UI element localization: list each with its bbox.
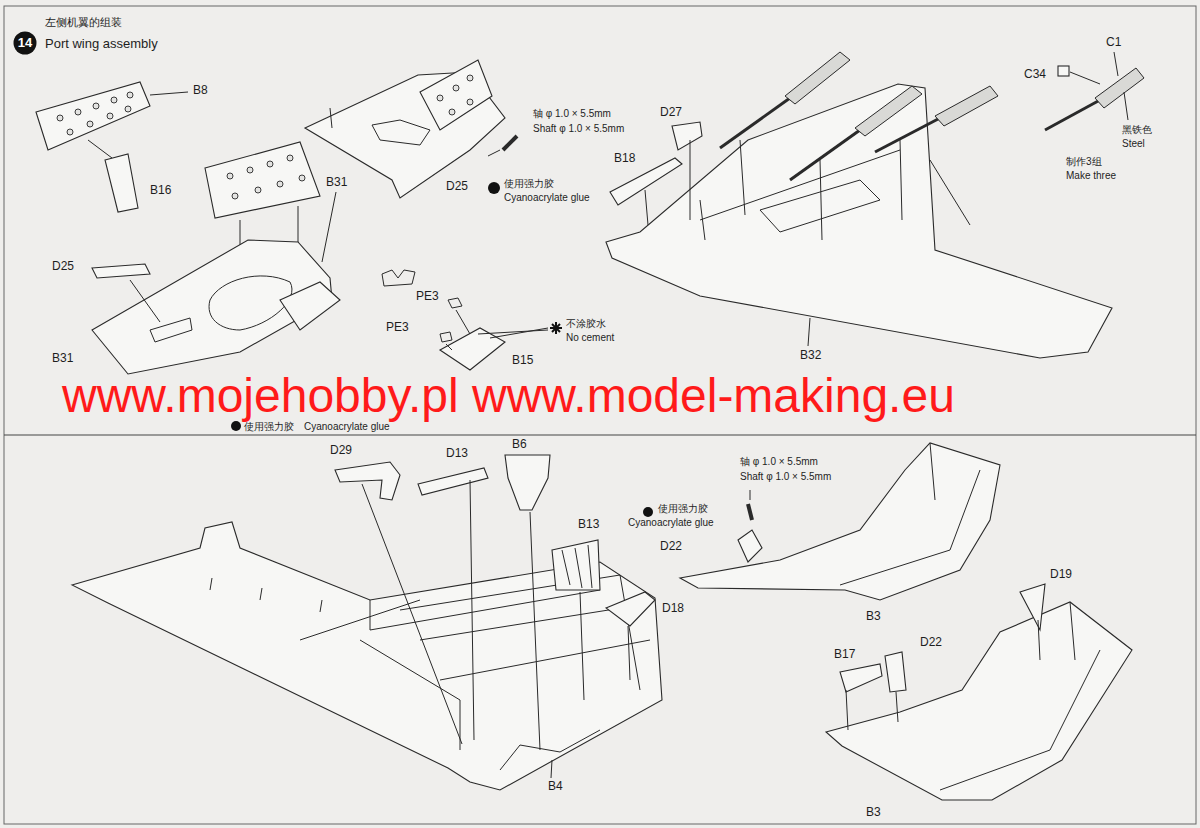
note-text: 制作3组	[1066, 156, 1102, 167]
part-number: B16	[150, 184, 171, 197]
dimension-note: Shaft φ 1.0 × 5.5mm	[533, 123, 624, 134]
step-title: Port wing assembly	[45, 37, 158, 51]
part-number: D25	[52, 260, 74, 273]
part-number: B8	[193, 84, 208, 97]
part-number: B31	[326, 176, 347, 189]
color-note: 黑铁色	[1122, 124, 1152, 135]
heading-text: 左侧机翼的组装	[45, 16, 122, 28]
part-number: D29	[330, 444, 352, 457]
part-number: B15	[512, 354, 533, 367]
step-number: 14	[13, 31, 37, 55]
note-text: 使用强力胶	[244, 421, 294, 432]
part-number: PE3	[416, 290, 439, 303]
dimension-note: Shaft φ 1.0 × 5.5mm	[740, 471, 831, 482]
part-number: D22	[920, 636, 942, 649]
note-text: Make three	[1066, 170, 1116, 181]
part-number: B18	[614, 152, 635, 165]
dimension-note: 轴 φ 1.0 × 5.5mm	[533, 108, 611, 119]
note-text: Cyanoacrylate glue	[628, 517, 714, 528]
color-note: Steel	[1122, 138, 1145, 149]
part-number: C1	[1106, 36, 1121, 49]
note-text: No cement	[566, 332, 614, 343]
watermark: www.mojehobby.pl www.model-making.eu	[62, 372, 955, 420]
part-number: PE3	[386, 321, 409, 334]
part-number: B3	[866, 806, 881, 819]
dimension-note: 轴 φ 1.0 × 5.5mm	[740, 456, 818, 467]
step-number-text: 14	[18, 36, 32, 50]
part-number: D13	[446, 447, 468, 460]
part-number: D22	[660, 540, 682, 553]
part-number: B6	[512, 438, 527, 451]
note-text: Cyanoacrylate glue	[504, 192, 590, 203]
note-text: Cyanoacrylate glue	[304, 421, 390, 432]
note-text: 使用强力胶	[504, 178, 554, 189]
part-number: D18	[662, 602, 684, 615]
part-number: B13	[578, 518, 599, 531]
note-text: 不涂胶水	[566, 318, 606, 329]
part-number: B17	[834, 648, 855, 661]
part-number: B3	[866, 610, 881, 623]
part-number: B31	[52, 352, 73, 365]
part-number: D27	[660, 106, 682, 119]
part-number: D25	[446, 180, 468, 193]
part-number: B4	[548, 780, 563, 793]
part-number: B32	[800, 349, 821, 362]
note-text: 使用强力胶	[658, 503, 708, 514]
part-number: C34	[1024, 68, 1046, 81]
part-number: D19	[1050, 568, 1072, 581]
